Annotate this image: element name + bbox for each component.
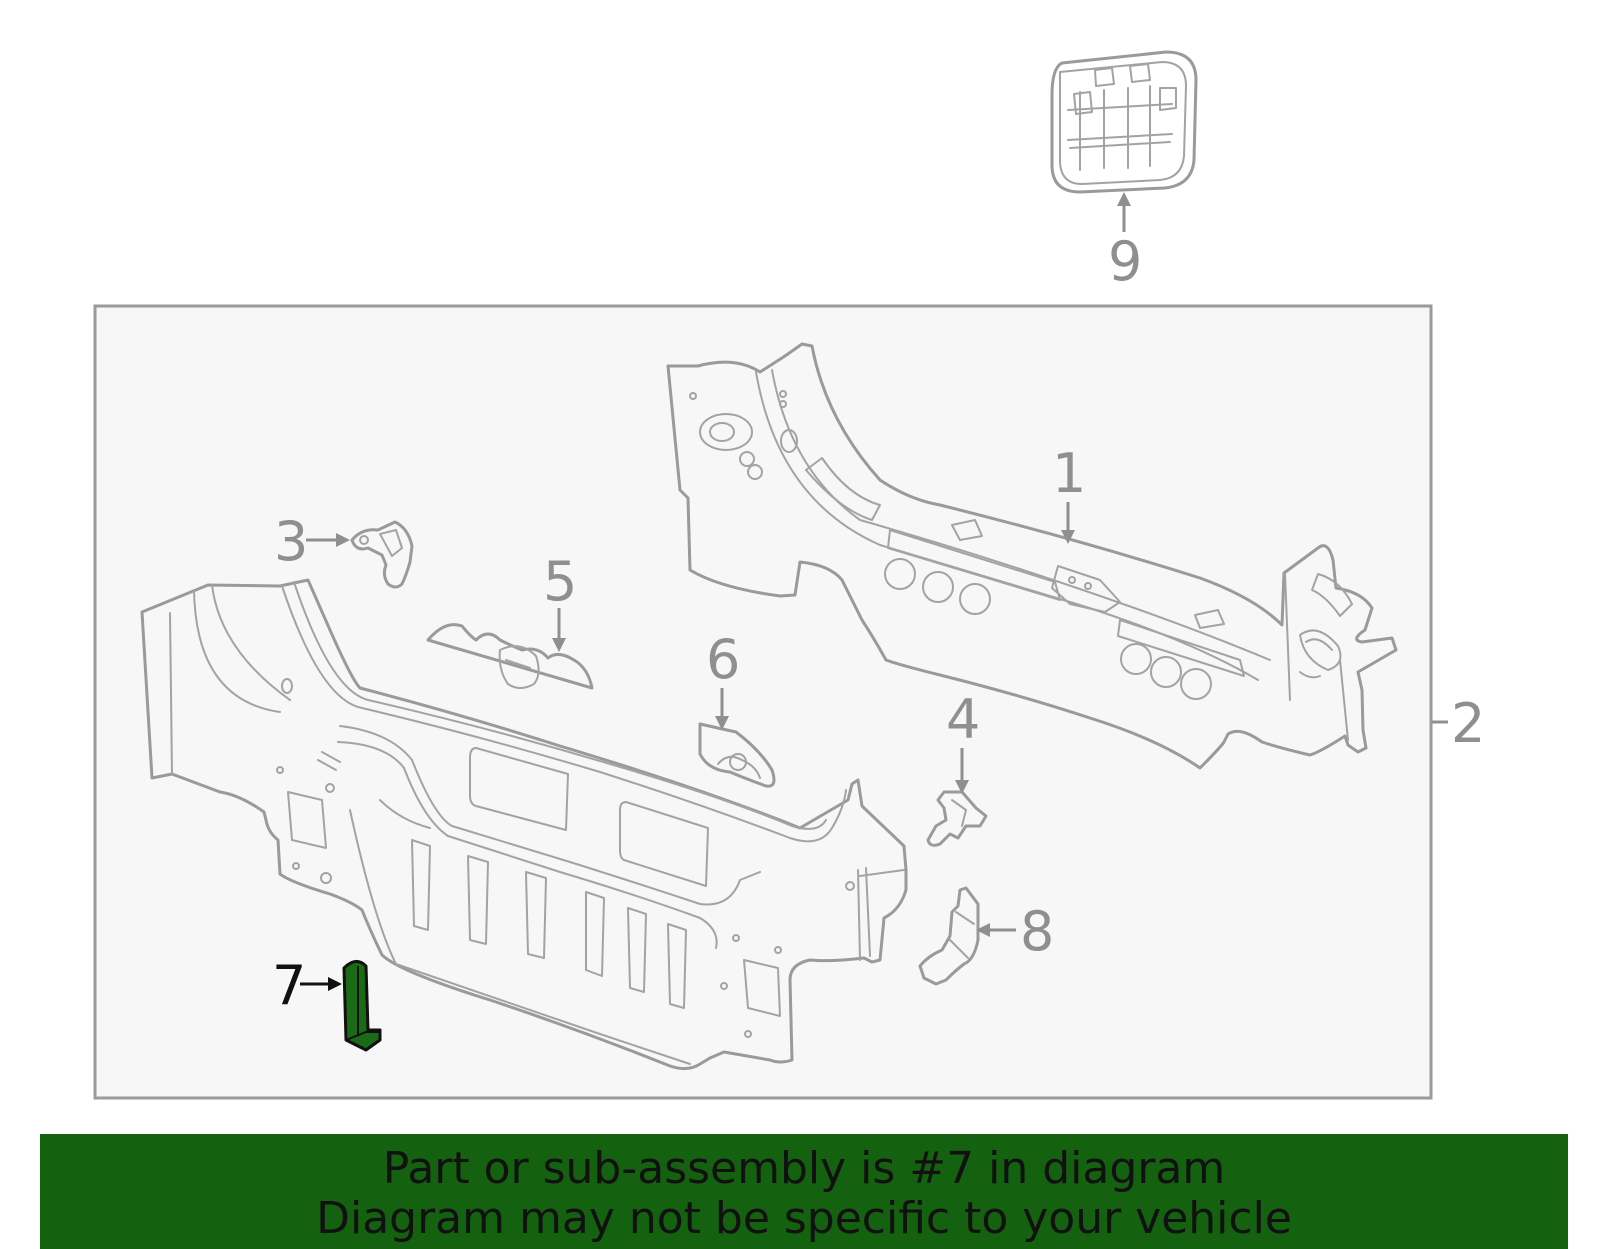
callout-6-label: 6: [706, 628, 740, 691]
callout-5-label: 5: [543, 550, 577, 613]
callout-8: 8: [976, 900, 1054, 963]
part-7-bracket-highlighted[interactable]: [342, 960, 382, 1052]
callout-8-label: 8: [1020, 900, 1054, 963]
banner-line-1: Part or sub-assembly is #7 in diagram: [382, 1143, 1226, 1194]
callout-2-label: 2: [1451, 692, 1485, 755]
banner-line-2: Diagram may not be specific to your vehi…: [316, 1193, 1292, 1244]
part-8-bracket[interactable]: [918, 886, 980, 986]
callout-9-label: 9: [1108, 230, 1142, 293]
part-5-reinforcement[interactable]: [426, 623, 594, 690]
callout-4-label: 4: [946, 688, 980, 751]
callout-1: 1: [1052, 442, 1086, 544]
part-1-floor-panel[interactable]: [666, 342, 1398, 770]
info-banner: Part or sub-assembly is #7 in diagram Di…: [40, 1134, 1568, 1249]
part-3-bracket[interactable]: [350, 520, 414, 589]
part-9-vent[interactable]: [1050, 50, 1198, 194]
callout-7: 7: [272, 954, 342, 1017]
callout-9: 9: [1108, 192, 1142, 293]
part-6-bracket[interactable]: [698, 722, 776, 788]
callout-3-label: 3: [274, 510, 308, 573]
callout-5: 5: [543, 550, 577, 652]
callout-6: 6: [706, 628, 740, 730]
callout-1-label: 1: [1052, 442, 1086, 505]
assembly-frame: [93, 304, 1433, 1100]
part-2-rear-panel[interactable]: [140, 578, 908, 1071]
part-4-clip[interactable]: [926, 790, 988, 847]
callout-2: 2: [1432, 692, 1485, 755]
callout-3: 3: [274, 510, 350, 573]
callout-4: 4: [946, 688, 980, 794]
